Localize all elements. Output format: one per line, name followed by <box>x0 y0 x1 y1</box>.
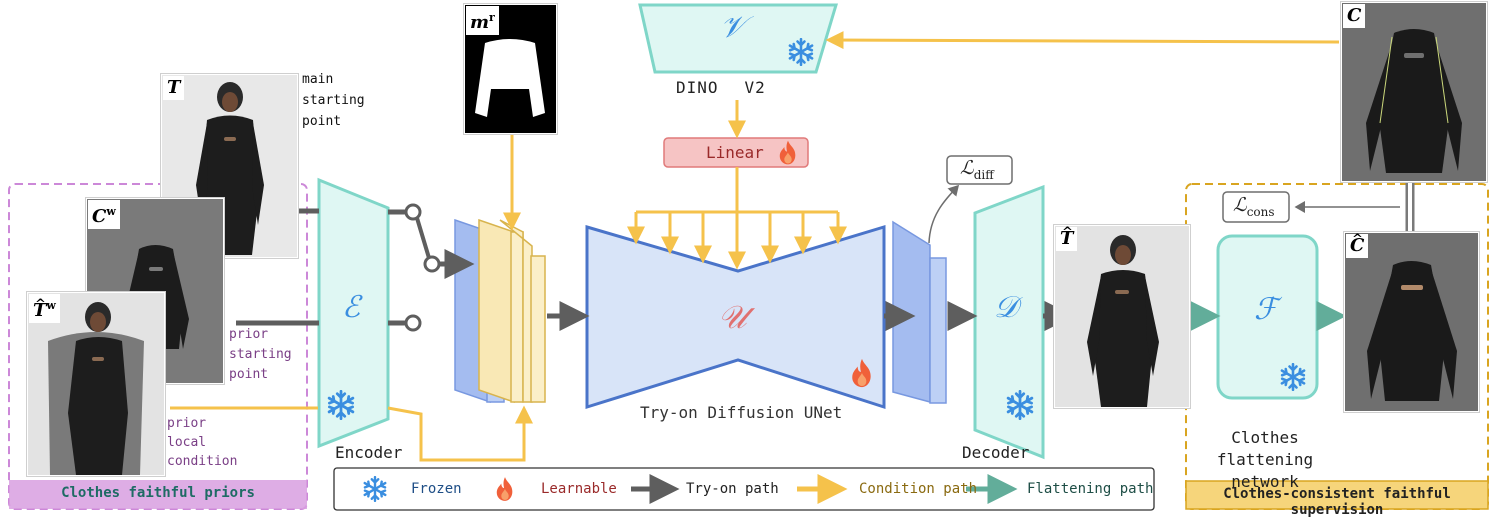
image-C-clothes <box>1341 2 1487 182</box>
encoder-label: Encoder <box>335 443 403 462</box>
encoder-symbol: ℰ <box>342 290 361 325</box>
label-mr: mr <box>466 6 499 35</box>
unet-module <box>585 224 886 410</box>
switch-node-out <box>423 255 441 273</box>
loss-diff-arrow <box>928 184 960 244</box>
loss-diff-label: ℒdiff <box>960 157 994 182</box>
label-Cw: Cw <box>88 200 120 229</box>
arrow-C-to-dino <box>825 31 1340 50</box>
annotation-main-starting-point: main starting point <box>302 72 365 129</box>
unet-label: Try-on Diffusion UNet <box>640 403 843 422</box>
decoder-label: Decoder <box>962 443 1030 462</box>
flattening-symbol: ℱ <box>1254 292 1278 327</box>
legend-condition-label: Condition path <box>859 481 978 497</box>
legend-flattening-label: Flattening path <box>1027 481 1154 497</box>
priors-group-title: Clothes faithful priors <box>61 485 255 501</box>
decoder-symbol: 𝒟 <box>994 290 1018 325</box>
loss-cons-label: ℒcons <box>1233 194 1275 219</box>
supervision-group-title: Clothes-consistent faithful supervision <box>1223 486 1451 518</box>
linear-fanout-arrows <box>627 212 847 270</box>
image-C-hat-flattened <box>1344 232 1479 412</box>
annotation-prior-local-condition: prior local condition <box>167 416 238 469</box>
label-C-hat: ^C <box>1346 232 1369 258</box>
label-That-w: ^Tw <box>29 294 60 323</box>
label-T: T <box>163 76 185 100</box>
decoder-module <box>973 184 1045 460</box>
encoder-module <box>317 177 390 449</box>
legend-box <box>333 467 1155 511</box>
image-T-hat-output <box>1054 225 1190 408</box>
legend-frozen-label: Frozen <box>411 481 462 497</box>
arrow-encoder-to-condition <box>387 405 533 462</box>
label-T-hat: ^T <box>1056 225 1078 251</box>
loss-diff-box <box>946 155 1013 185</box>
latent-stack-right <box>892 220 947 404</box>
latent-stack-condition <box>478 218 546 404</box>
legend-tryon-label: Try-on path <box>686 481 779 497</box>
annotation-prior-starting-point: prior starting point <box>229 327 292 382</box>
flattening-label: Clothes flattening network <box>1216 428 1314 491</box>
switch-node-bottom <box>404 314 422 332</box>
dino-v2-module <box>638 3 839 74</box>
switch-node-top <box>404 203 422 221</box>
label-C-top: C <box>1343 4 1366 28</box>
linear-label: Linear <box>706 143 764 162</box>
priors-group-title-bg <box>9 480 307 509</box>
supervision-group-title-bg <box>1185 480 1489 510</box>
dino-symbol: 𝒱 <box>720 10 745 45</box>
unet-symbol: 𝒰 <box>718 298 747 336</box>
supervision-group-box <box>1185 183 1489 510</box>
loss-cons-box <box>1222 191 1290 223</box>
switch-lever <box>415 217 431 259</box>
image-That-w-person <box>27 292 165 476</box>
legend-learnable-label: Learnable <box>541 481 617 497</box>
